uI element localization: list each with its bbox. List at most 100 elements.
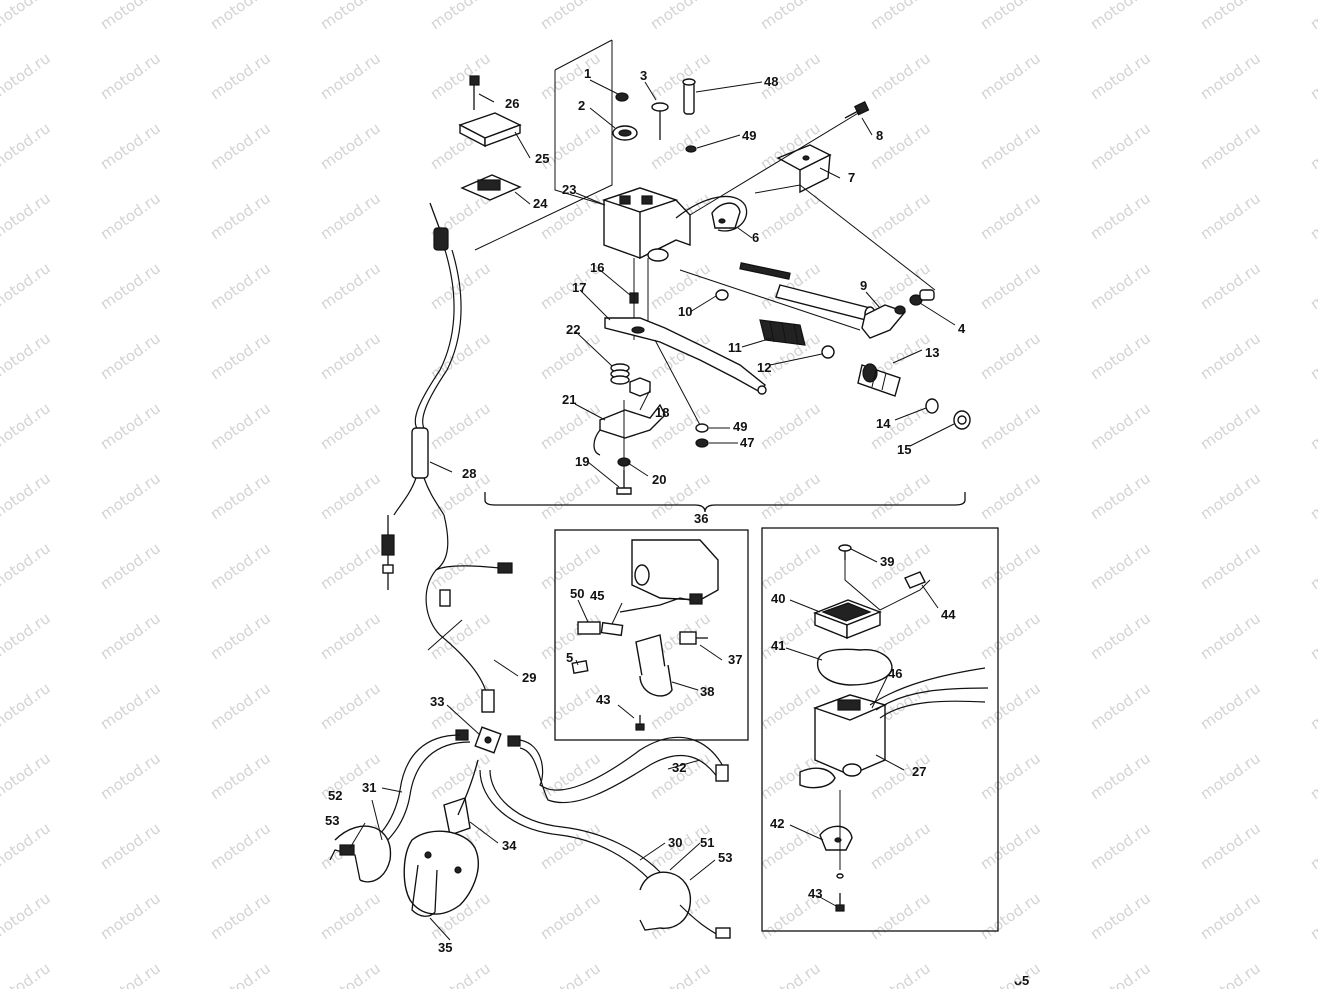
watermark-text: motod.ru bbox=[0, 329, 54, 383]
master-cylinder-body-23 bbox=[601, 187, 748, 262]
watermark-text: motod.ru bbox=[1197, 259, 1264, 313]
brake-lever-17 bbox=[604, 317, 767, 395]
watermark-text: motod.ru bbox=[867, 189, 934, 243]
washer-20 bbox=[617, 457, 631, 467]
callout-7: 7 bbox=[848, 170, 855, 185]
hose-29 bbox=[425, 514, 513, 713]
watermark-text: motod.ru bbox=[537, 49, 604, 103]
watermark-text: motod.ru bbox=[977, 119, 1044, 173]
watermark-text: motod.ru bbox=[97, 329, 164, 383]
watermark-text: motod.ru bbox=[207, 889, 274, 943]
watermark-text: motod.ru bbox=[207, 609, 274, 663]
watermark-text: motod.ru bbox=[537, 959, 604, 989]
callout-49a: 49 bbox=[742, 128, 756, 143]
callout-2: 2 bbox=[578, 98, 585, 113]
watermark-text: motod.ru bbox=[1197, 539, 1264, 593]
watermark-text: motod.ru bbox=[97, 0, 164, 33]
watermark-text: motod.ru bbox=[757, 679, 824, 733]
watermark-text: motod.ru bbox=[1307, 119, 1318, 173]
callout-28: 28 bbox=[462, 466, 476, 481]
watermark-text: motod.ru bbox=[757, 959, 824, 989]
watermark-text: motod.ru bbox=[317, 0, 384, 33]
watermark-text: motod.ru bbox=[317, 679, 384, 733]
callout-44: 44 bbox=[941, 607, 956, 622]
callout-41: 41 bbox=[771, 638, 785, 653]
watermark-text: motod.ru bbox=[977, 399, 1044, 453]
switch-50 bbox=[577, 621, 601, 635]
callout-53a: 53 bbox=[325, 813, 339, 828]
callout-38: 38 bbox=[700, 684, 714, 699]
inset-box-switch bbox=[554, 529, 749, 741]
watermark-text: motod.ru bbox=[1197, 749, 1264, 803]
switch-bracket-38 bbox=[635, 634, 673, 697]
watermark-text: motod.ru bbox=[1087, 259, 1154, 313]
callout-6: 6 bbox=[752, 230, 759, 245]
watermark-text: motod.ru bbox=[977, 0, 1044, 33]
watermark-text: motod.ru bbox=[0, 749, 54, 803]
washer-1 bbox=[615, 92, 629, 102]
bolt-3 bbox=[651, 102, 669, 140]
watermark-text: motod.ru bbox=[977, 959, 1044, 989]
watermark-text: motod.ru bbox=[1197, 889, 1264, 943]
watermark-text: motod.ru bbox=[647, 0, 714, 33]
watermark-text: motod.ru bbox=[647, 959, 714, 989]
watermark-text: motod.ru bbox=[317, 609, 384, 663]
watermark-text: motod.ru bbox=[317, 469, 384, 523]
washer-15 bbox=[953, 410, 971, 430]
watermark-text: motod.ru bbox=[1087, 49, 1154, 103]
leader-lines-right bbox=[785, 548, 939, 907]
watermark-text: motod.ru bbox=[97, 259, 164, 313]
callout-8: 8 bbox=[876, 128, 883, 143]
watermark-text: motod.ru bbox=[977, 749, 1044, 803]
watermark-text: motod.ru bbox=[427, 49, 494, 103]
watermark-text: motod.ru bbox=[207, 259, 274, 313]
watermark-text: motod.ru bbox=[537, 819, 604, 873]
watermark-text: motod.ru bbox=[207, 679, 274, 733]
watermark-text: motod.ru bbox=[317, 399, 384, 453]
watermark-text: motod.ru bbox=[1087, 959, 1154, 989]
callout-43a: 43 bbox=[596, 692, 610, 707]
watermark-text: motod.ru bbox=[97, 539, 164, 593]
watermark-text: motod.ru bbox=[1307, 609, 1318, 663]
brake-rod-assembly-10 bbox=[679, 262, 876, 331]
inset-box-master-cylinder bbox=[761, 527, 999, 932]
nut-18 bbox=[629, 377, 651, 397]
bracket-42 bbox=[819, 825, 853, 851]
watermark-text: motod.ru bbox=[97, 959, 164, 989]
master-cylinder-body-27 bbox=[799, 667, 989, 789]
watermark-text: motod.ru bbox=[537, 679, 604, 733]
watermark-text: motod.ru bbox=[1197, 469, 1264, 523]
watermark-text: motod.ru bbox=[757, 469, 824, 523]
watermark-text: motod.ru bbox=[1307, 189, 1318, 243]
watermark-text: motod.ru bbox=[977, 49, 1044, 103]
o-ring-14 bbox=[925, 398, 939, 414]
caliper-bracket-left-52 bbox=[329, 825, 392, 883]
watermark-text: motod.ru bbox=[1197, 189, 1264, 243]
screw-43-right bbox=[835, 893, 845, 912]
clamp-6 bbox=[711, 202, 741, 229]
callout-16: 16 bbox=[590, 260, 604, 275]
watermark-text: motod.ru bbox=[97, 189, 164, 243]
watermark-text: motod.ru bbox=[0, 189, 54, 243]
watermark-text: motod.ru bbox=[1087, 329, 1154, 383]
callout-15: 15 bbox=[897, 442, 911, 457]
callout-24: 24 bbox=[533, 196, 548, 211]
watermark-text: motod.ru bbox=[0, 0, 54, 33]
callout-4: 4 bbox=[958, 321, 966, 336]
watermark-text: motod.ru bbox=[867, 819, 934, 873]
callout-26: 26 bbox=[505, 96, 519, 111]
hose-30 bbox=[479, 769, 651, 881]
watermark-text: motod.ru bbox=[427, 469, 494, 523]
callout-43b: 43 bbox=[808, 886, 822, 901]
watermark-text: motod.ru bbox=[97, 679, 164, 733]
watermark-text: motod.ru bbox=[647, 749, 714, 803]
watermark-text: motod.ru bbox=[97, 819, 164, 873]
watermark-text: motod.ru bbox=[0, 889, 54, 943]
screw-39 bbox=[838, 544, 852, 560]
watermark-text: motod.ru bbox=[1307, 469, 1318, 523]
hose-assembly bbox=[329, 202, 731, 941]
watermark-text: motod.ru bbox=[1197, 609, 1264, 663]
watermark-text: motod.ru bbox=[0, 259, 54, 313]
leader-lines-hoses bbox=[349, 461, 716, 941]
